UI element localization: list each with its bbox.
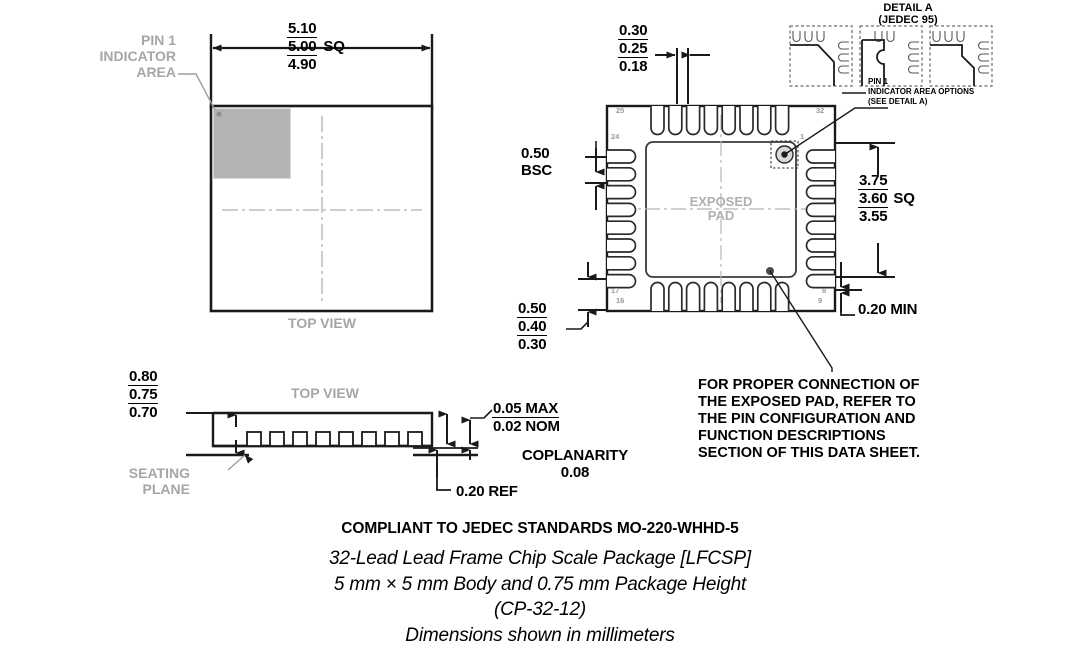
exposed-pad-line2: PAD xyxy=(707,208,735,223)
pin-number-25: 25 xyxy=(616,106,625,115)
pin1-indicator-area-label: PIN 1 INDICATOR AREA xyxy=(60,32,176,80)
top-view-label: TOP VIEW xyxy=(288,315,356,331)
pad-size-min: 3.55 xyxy=(859,208,888,225)
coplanarity-dimension: COPLANARITY 0.08 xyxy=(500,447,650,481)
package-height-dimension: 0.80 0.75 0.70 xyxy=(128,368,159,421)
caption-line-1: 32-Lead Lead Frame Chip Scale Package [L… xyxy=(329,548,751,569)
lead-length-nom: 0.40 xyxy=(517,317,548,336)
standoff-max: 0.05 MAX xyxy=(492,400,560,418)
height-max: 0.80 xyxy=(129,368,158,385)
bottom-view-graphic xyxy=(566,48,895,372)
seating-plane-line2: PLANE xyxy=(142,481,190,497)
height-min: 0.70 xyxy=(129,404,158,421)
lead-to-pad-dimension: 0.20 MIN xyxy=(858,301,918,318)
standoff-nom: 0.02 NOM xyxy=(493,418,560,435)
lead-width-min: 0.18 xyxy=(619,58,648,75)
caption-compliance: COMPLIANT TO JEDEC STANDARDS MO-220-WHHD… xyxy=(341,520,739,537)
note-line-3: THE PIN CONFIGURATION AND xyxy=(698,411,916,427)
height-nom: 0.75 xyxy=(128,385,159,404)
note-line-2: THE EXPOSED PAD, REFER TO xyxy=(698,394,916,410)
pin-number-32: 32 xyxy=(816,106,825,115)
detail-a-title-sub: (JEDEC 95) xyxy=(878,14,938,26)
detail-a-title-main: DETAIL A xyxy=(883,2,933,14)
top-view-width-dimension: 5.10 5.00 SQ 4.90 xyxy=(287,20,345,73)
standoff-dimension: 0.05 MAX 0.02 NOM xyxy=(492,400,561,435)
pitch-suffix: BSC xyxy=(521,162,553,179)
lead-width-max: 0.30 xyxy=(619,22,648,39)
pitch-dimension: 0.50 BSC xyxy=(521,145,552,179)
lead-length-min: 0.30 xyxy=(518,336,547,353)
exposed-pad-note: FOR PROPER CONNECTION OF THE EXPOSED PAD… xyxy=(698,377,920,462)
lead-width-dimension: 0.30 0.25 0.18 xyxy=(618,22,649,75)
pin-number-1: 1 xyxy=(800,132,805,141)
pin-number-24: 24 xyxy=(611,132,620,141)
pin1-callout-line1: PIN 1 xyxy=(868,77,889,86)
seating-plane-label: SEATING PLANE xyxy=(100,465,190,497)
width-dim-min: 4.90 xyxy=(288,56,317,73)
pad-size-suffix: SQ xyxy=(893,190,915,207)
coplanarity-label: COPLANARITY xyxy=(521,447,629,464)
detail-a-graphic xyxy=(789,25,993,94)
width-dim-suffix: SQ xyxy=(323,38,345,55)
exposed-pad-label: EXPOSED PAD xyxy=(661,195,781,223)
coplanarity-value: 0.08 xyxy=(560,464,590,481)
pin1-options-callout: PIN 1 INDICATOR AREA OPTIONS (SEE DETAIL… xyxy=(868,77,974,107)
lead-length-dimension: 0.50 0.40 0.30 xyxy=(517,300,548,353)
pitch-value: 0.50 xyxy=(521,145,550,162)
side-view-graphic xyxy=(186,409,493,491)
exposed-pad-line1: EXPOSED xyxy=(689,194,753,209)
side-view-label: TOP VIEW xyxy=(291,385,359,401)
pin-number-17: 17 xyxy=(611,286,620,295)
pin-number-9: 9 xyxy=(818,296,823,305)
pin1-label-line1: PIN 1 xyxy=(140,32,176,48)
note-line-1: FOR PROPER CONNECTION OF xyxy=(698,377,920,393)
width-dim-max: 5.10 xyxy=(288,20,317,37)
lead-width-nom: 0.25 xyxy=(618,39,649,58)
note-line-5: SECTION OF THIS DATA SHEET. xyxy=(698,445,921,461)
pin-number-8: 8 xyxy=(822,286,827,295)
pin1-callout-line2: INDICATOR AREA OPTIONS xyxy=(868,87,975,96)
pad-size-max: 3.75 xyxy=(859,172,888,189)
pin1-callout-line3: (SEE DETAIL A) xyxy=(868,97,928,106)
caption-block: COMPLIANT TO JEDEC STANDARDS MO-220-WHHD… xyxy=(0,520,1080,648)
width-dim-nom: 5.00 xyxy=(287,37,318,56)
lead-length-max: 0.50 xyxy=(518,300,547,317)
note-line-4: FUNCTION DESCRIPTIONS xyxy=(698,428,886,444)
top-view-graphic xyxy=(178,34,434,313)
seating-plane-line1: SEATING xyxy=(128,465,190,481)
pad-size-nom: 3.60 xyxy=(858,189,889,208)
pin1-label-line3: AREA xyxy=(136,64,176,80)
caption-line-4: Dimensions shown in millimeters xyxy=(405,624,675,646)
caption-line-2: 5 mm × 5 mm Body and 0.75 mm Package Hei… xyxy=(333,573,747,595)
caption-line-3: (CP-32-12) xyxy=(494,599,586,620)
detail-a-title: DETAIL A (JEDEC 95) xyxy=(818,2,998,26)
pin1-label-line2: INDICATOR xyxy=(99,48,176,64)
pin-number-16: 16 xyxy=(616,296,625,305)
lead-thickness-dimension: 0.20 REF xyxy=(456,483,518,500)
